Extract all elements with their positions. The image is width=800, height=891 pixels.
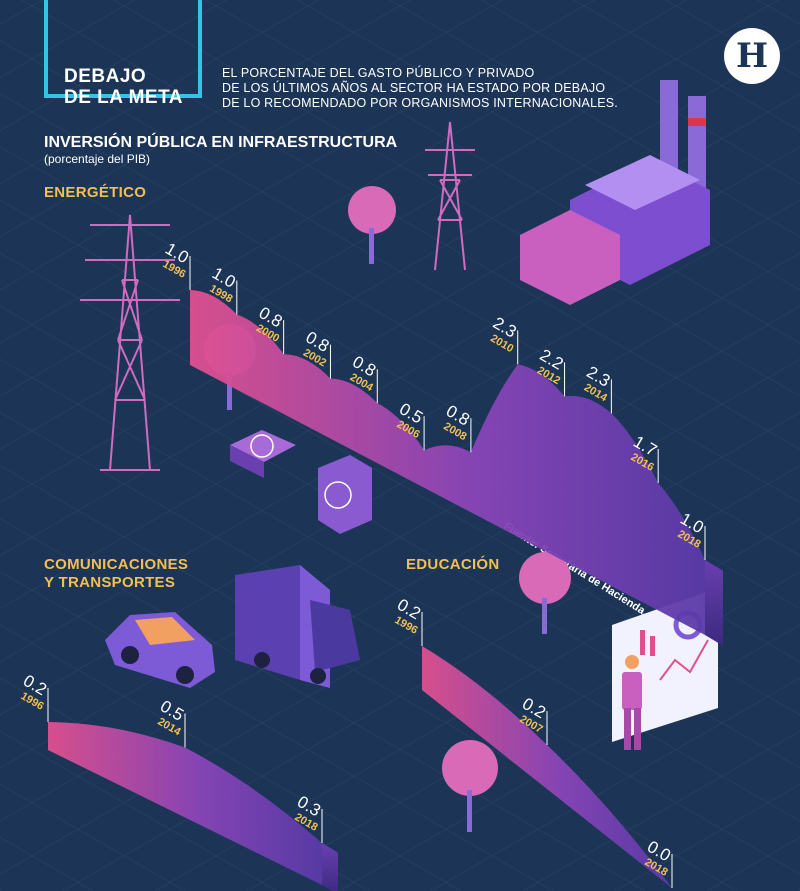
sector-title-educacion: EDUCACIÓN [406,556,500,573]
car-illustration [105,612,215,688]
area-educacion [422,646,672,888]
main-unit: (porcentaje del PIB) [44,152,151,166]
area-side-energetico [705,560,723,646]
title-frame [44,0,202,98]
power-tower-small-illustration [425,121,475,271]
power-tower-illustration [80,214,180,471]
sector-title-energetico: ENERGÉTICO [44,184,147,201]
area-comunicaciones [48,722,322,885]
fan-unit-illustration [230,430,372,534]
area-side-comunicaciones [322,843,338,891]
factory-illustration [520,80,710,305]
presenter-figure-illustration [622,655,642,750]
infographic-subtitle: EL PORCENTAJE DEL GASTO PÚBLICO Y PRIVAD… [222,66,618,110]
truck-illustration [235,565,360,688]
sector-title-comunicaciones: COMUNICACIONES Y TRANSPORTES [44,556,189,591]
main-heading: INVERSIÓN PÚBLICA EN INFRAESTRUCTURA [44,134,398,151]
infographic-title: DEBAJO DE LA META [64,66,183,108]
area-energetico [190,290,705,635]
brand-logo: H [724,28,780,84]
